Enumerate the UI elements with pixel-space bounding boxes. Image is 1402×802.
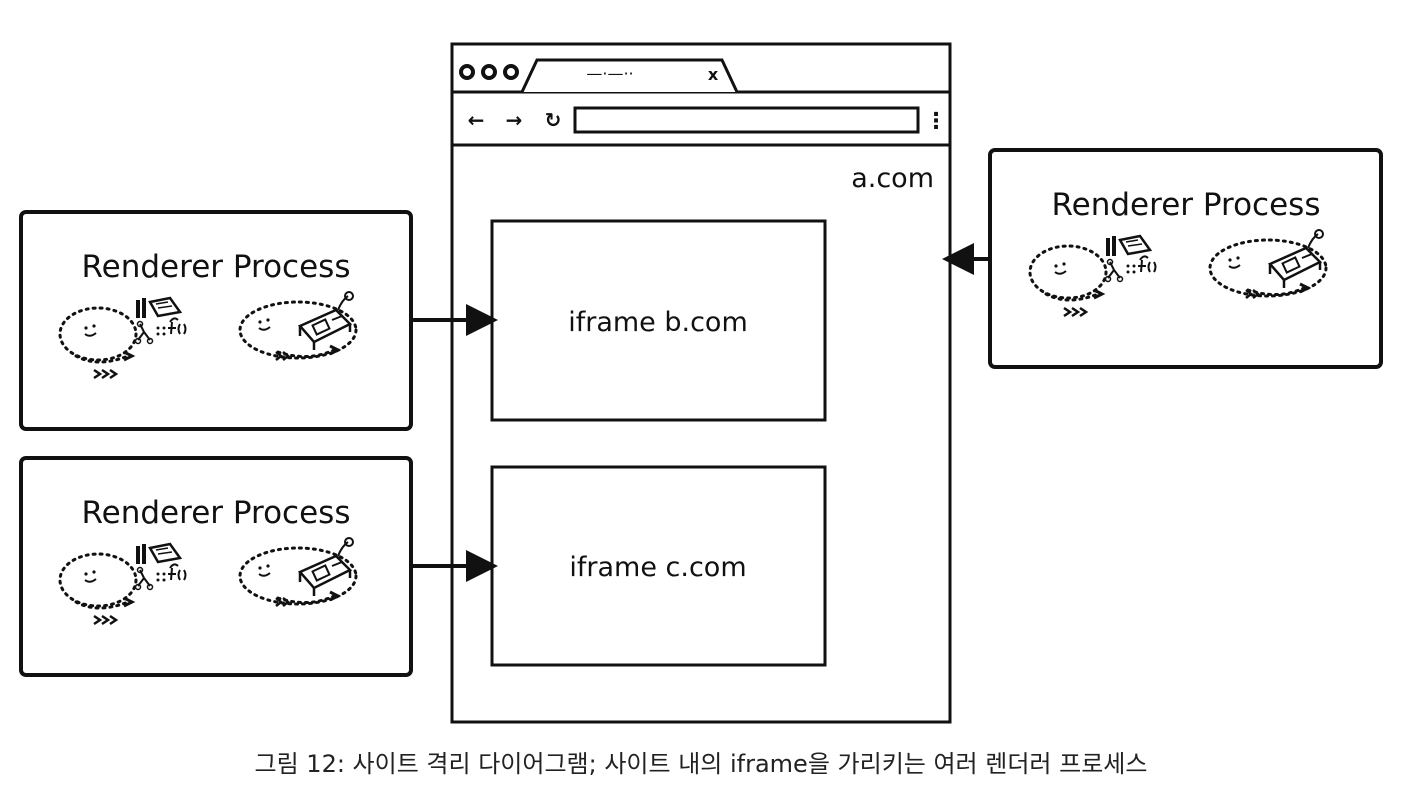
iframe-b-label: iframe b.com	[568, 307, 748, 338]
back-arrow-icon[interactable]: ←	[468, 108, 485, 132]
figure-caption: 그림 12: 사이트 격리 다이어그램; 사이트 내의 iframe을 가리키는…	[254, 750, 1148, 778]
tab-title: —·—··	[586, 64, 633, 83]
window-controls[interactable]	[459, 64, 519, 80]
iframe-c: iframe c.com	[490, 465, 827, 667]
forward-arrow-icon[interactable]: →	[506, 108, 523, 132]
address-bar[interactable]	[573, 106, 920, 134]
browser-tab[interactable]: —·—·· x	[520, 58, 739, 93]
reload-icon[interactable]: ↻	[545, 108, 562, 132]
iframe-b: iframe b.com	[490, 219, 827, 422]
renderer-process-left-top: Renderer Process	[19, 210, 413, 431]
process-label: Renderer Process	[82, 495, 351, 531]
iframe-c-label: iframe c.com	[569, 552, 746, 583]
renderer-process-left-bottom: Renderer Process	[19, 456, 413, 677]
browser-window: —·—·· x ← → ↻ ⋮ a.com iframe b.com ifram…	[450, 42, 952, 724]
menu-kebab-icon[interactable]: ⋮	[925, 109, 947, 134]
process-label: Renderer Process	[1052, 187, 1321, 223]
tab-close-icon[interactable]: x	[708, 65, 719, 84]
process-label: Renderer Process	[82, 249, 351, 285]
page-domain: a.com	[851, 163, 934, 194]
renderer-process-right: Renderer Process	[988, 148, 1383, 369]
